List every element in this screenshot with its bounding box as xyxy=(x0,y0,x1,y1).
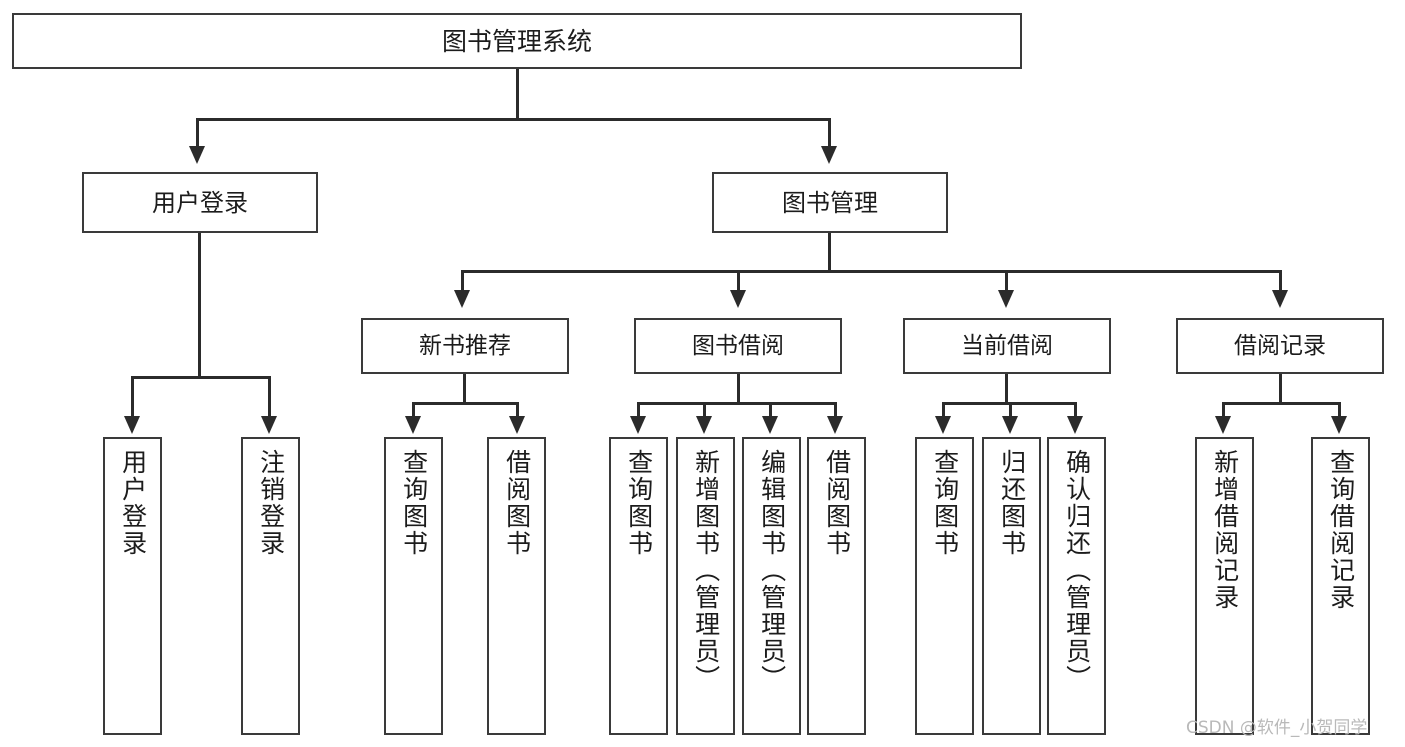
connector-current-borrow-to-leaf-2 xyxy=(1074,402,1077,416)
leaf-book-borrow-borrow-book[interactable]: 借阅图书 xyxy=(807,437,866,735)
node-book-management[interactable]: 图书管理 xyxy=(712,172,948,233)
arrow-current-borrow-to-leaf-0 xyxy=(935,416,951,434)
node-borrow-record[interactable]: 借阅记录 xyxy=(1176,318,1384,374)
leaf-user-login-login[interactable]: 用户登录 xyxy=(103,437,162,735)
leaf-borrow-record-query-record[interactable]: 查询借阅记录 xyxy=(1311,437,1370,735)
node-label: 当前借阅 xyxy=(961,332,1053,359)
connector-current-borrow-to-leaf-1 xyxy=(1009,402,1012,416)
node-label: 图书管理系统 xyxy=(441,26,592,56)
arrow-book-borrow-to-leaf-0 xyxy=(630,416,646,434)
connector-bm-to-new-book xyxy=(461,270,464,290)
node-label: 查询图书 xyxy=(624,449,654,557)
arrow-bm-to-new-book xyxy=(454,290,470,308)
node-label: 查询图书 xyxy=(930,449,960,557)
arrow-bm-to-book-borrow xyxy=(730,290,746,308)
connector-bm-to-current-borrow xyxy=(1005,270,1008,290)
connector-borrow-record-to-leaf-1 xyxy=(1338,402,1341,416)
arrow-bm-to-borrow-record xyxy=(1272,290,1288,308)
arrow-new-book-to-leaf-0 xyxy=(405,416,421,434)
arrow-borrow-record-to-leaf-0 xyxy=(1215,416,1231,434)
connector-book-borrow-stem xyxy=(737,374,740,402)
connector-root-bus xyxy=(196,118,830,121)
node-label: 注销登录 xyxy=(256,449,286,557)
connector-bm-to-borrow-record xyxy=(1279,270,1282,290)
connector-user-login-stem xyxy=(198,233,201,376)
connector-user-login-bus xyxy=(131,376,270,379)
node-label: 新增借阅记录 xyxy=(1210,449,1240,611)
csdn-watermark: CSDN @软件_小贺同学 xyxy=(1186,718,1368,738)
node-label: 查询借阅记录 xyxy=(1326,449,1356,611)
connector-book-management-bus xyxy=(461,270,1282,273)
leaf-book-borrow-edit-book-admin[interactable]: 编辑图书（管理员） xyxy=(742,437,801,735)
node-root-system[interactable]: 图书管理系统 xyxy=(12,13,1022,69)
connector-root-to-book-manage xyxy=(828,118,831,146)
connector-borrow-record-bus xyxy=(1222,402,1341,405)
arrow-root-to-book-manage xyxy=(821,146,837,164)
leaf-current-borrow-confirm-return-admin[interactable]: 确认归还（管理员） xyxy=(1047,437,1106,735)
connector-new-book-bus xyxy=(412,402,519,405)
node-label: 查询图书 xyxy=(399,449,429,557)
node-label: 用户登录 xyxy=(152,188,248,217)
connector-root-to-user-login xyxy=(196,118,199,146)
arrow-book-borrow-to-leaf-1 xyxy=(696,416,712,434)
node-label: 图书管理 xyxy=(782,188,878,217)
leaf-new-book-borrow-book[interactable]: 借阅图书 xyxy=(487,437,546,735)
leaf-current-borrow-query-book[interactable]: 查询图书 xyxy=(915,437,974,735)
leaf-book-borrow-query-book[interactable]: 查询图书 xyxy=(609,437,668,735)
node-new-book-recommend[interactable]: 新书推荐 xyxy=(361,318,569,374)
leaf-user-login-logout[interactable]: 注销登录 xyxy=(241,437,300,735)
connector-book-borrow-to-leaf-3 xyxy=(834,402,837,416)
connector-borrow-record-stem xyxy=(1279,374,1282,402)
node-label: 编辑图书（管理员） xyxy=(757,449,787,692)
node-label: 借阅记录 xyxy=(1234,332,1326,359)
connector-book-borrow-to-leaf-1 xyxy=(703,402,706,416)
connector-book-management-stem xyxy=(828,233,831,270)
node-label: 图书借阅 xyxy=(692,332,784,359)
leaf-book-borrow-add-book-admin[interactable]: 新增图书（管理员） xyxy=(676,437,735,735)
connector-root-stem xyxy=(516,69,519,118)
leaf-borrow-record-add-record[interactable]: 新增借阅记录 xyxy=(1195,437,1254,735)
node-label: 确认归还（管理员） xyxy=(1062,449,1092,692)
connector-book-borrow-to-leaf-0 xyxy=(637,402,640,416)
arrow-book-borrow-to-leaf-2 xyxy=(762,416,778,434)
node-book-borrow[interactable]: 图书借阅 xyxy=(634,318,842,374)
arrow-current-borrow-to-leaf-2 xyxy=(1067,416,1083,434)
node-label: 借阅图书 xyxy=(822,449,852,557)
node-label: 新书推荐 xyxy=(419,332,511,359)
connector-new-book-to-leaf-0 xyxy=(412,402,415,416)
leaf-current-borrow-return-book[interactable]: 归还图书 xyxy=(982,437,1041,735)
connector-bm-to-book-borrow xyxy=(737,270,740,290)
node-label: 用户登录 xyxy=(118,449,148,557)
connector-borrow-record-to-leaf-0 xyxy=(1222,402,1225,416)
node-label: 借阅图书 xyxy=(502,449,532,557)
arrow-new-book-to-leaf-1 xyxy=(509,416,525,434)
node-current-borrow[interactable]: 当前借阅 xyxy=(903,318,1111,374)
node-label: 新增图书（管理员） xyxy=(691,449,721,692)
arrow-current-borrow-to-leaf-1 xyxy=(1002,416,1018,434)
node-label: 归还图书 xyxy=(997,449,1027,557)
connector-book-borrow-to-leaf-2 xyxy=(769,402,772,416)
arrow-borrow-record-to-leaf-1 xyxy=(1331,416,1347,434)
connector-new-book-stem xyxy=(463,374,466,402)
arrow-bm-to-current-borrow xyxy=(998,290,1014,308)
arrow-root-to-user-login xyxy=(189,146,205,164)
arrow-book-borrow-to-leaf-3 xyxy=(827,416,843,434)
leaf-new-book-query-book[interactable]: 查询图书 xyxy=(384,437,443,735)
arrow-user-login-to-leaf-0 xyxy=(124,416,140,434)
connector-new-book-to-leaf-1 xyxy=(516,402,519,416)
node-user-login[interactable]: 用户登录 xyxy=(82,172,318,233)
connector-user-login-to-leaf-0 xyxy=(131,376,134,416)
connector-user-login-to-leaf-1 xyxy=(268,376,271,416)
connector-current-borrow-stem xyxy=(1005,374,1008,402)
connector-book-borrow-bus xyxy=(637,402,836,405)
arrow-user-login-to-leaf-1 xyxy=(261,416,277,434)
connector-current-borrow-to-leaf-0 xyxy=(942,402,945,416)
